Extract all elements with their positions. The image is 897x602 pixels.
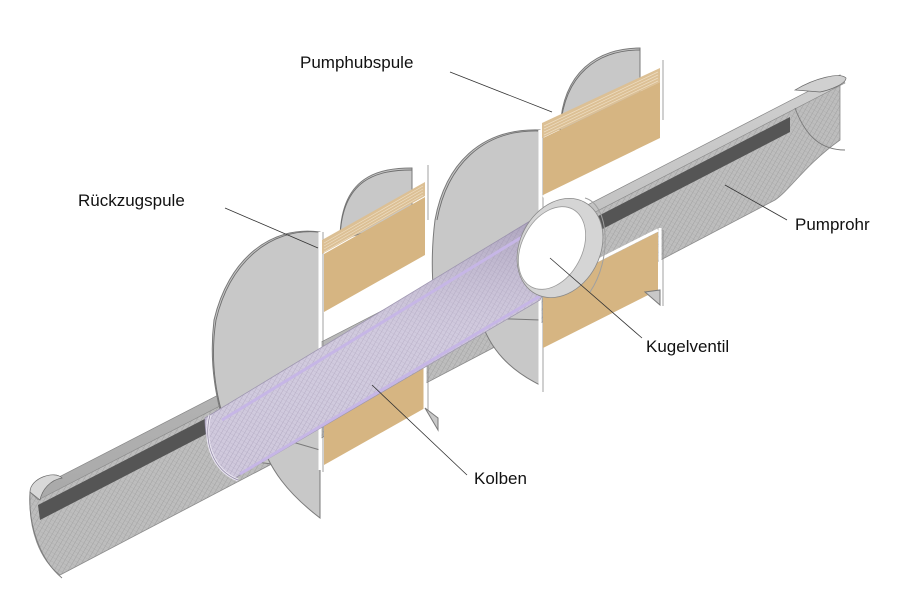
label-pump-stroke-coil: Pumphubspule — [300, 53, 413, 72]
leader-return-coil — [224, 207, 319, 249]
leader-pump-stroke-coil — [449, 71, 553, 113]
stroke-coil-windings — [543, 71, 659, 136]
leader-ball-valve — [549, 257, 643, 339]
leader-pump-tube — [724, 184, 788, 221]
return-coil-windings — [323, 185, 424, 253]
label-ball-valve: Kugelventil — [646, 337, 729, 356]
label-pump-tube: Pumprohr — [795, 215, 870, 234]
label-piston: Kolben — [474, 469, 527, 488]
ball-valve — [516, 197, 606, 299]
piston — [204, 214, 553, 482]
label-return-coil: Rückzugspule — [78, 191, 185, 210]
leader-piston — [371, 384, 468, 476]
